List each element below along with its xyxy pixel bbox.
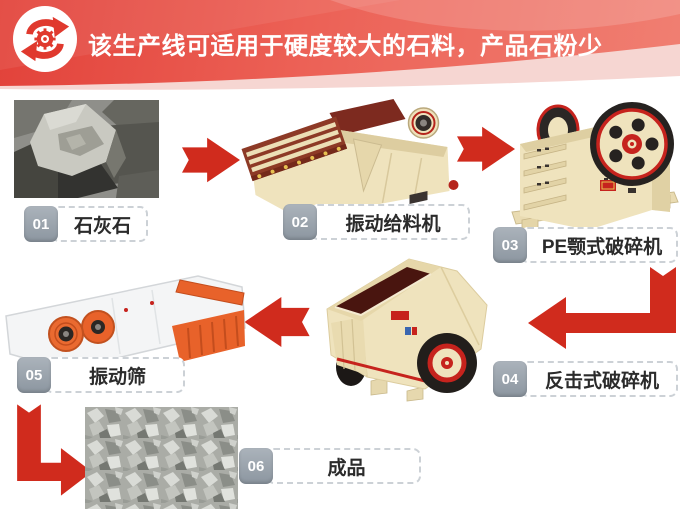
step-label-text: 反击式破碎机 <box>520 361 678 397</box>
flow-arrow-1-right-icon <box>182 137 240 183</box>
flow-arrow-5-down-right-icon <box>8 402 93 498</box>
vibrating-feeder-image <box>240 97 468 223</box>
vibrating-screen-image <box>2 270 248 376</box>
pe-jaw-crusher-image <box>504 92 680 233</box>
header-background-waves <box>0 0 680 92</box>
crushed-stone-product-image <box>85 407 238 509</box>
header-title: 该生产线可适用于硬度较大的石料，产品石粉少 <box>88 32 603 60</box>
recycle-gear-icon <box>13 6 77 72</box>
impact-crusher-image <box>307 249 503 405</box>
flow-arrow-3-down-left-icon <box>528 267 678 359</box>
step-number-badge: 03 <box>493 227 527 263</box>
step-label-04: 04 反击式破碎机 <box>493 361 678 397</box>
step-label-02: 02 振动给料机 <box>283 204 470 240</box>
step-label-03: 03 PE颚式破碎机 <box>493 227 678 263</box>
step-number-badge: 05 <box>17 357 51 393</box>
step-label-text: PE颚式破碎机 <box>520 227 678 263</box>
flow-arrow-2-right-icon <box>457 126 515 172</box>
step-number-badge: 01 <box>24 206 58 242</box>
flow-arrow-4-left-icon <box>244 297 310 347</box>
header-banner: 该生产线可适用于硬度较大的石料，产品石粉少 <box>0 0 680 92</box>
step-label-01: 01 石灰石 <box>24 206 148 242</box>
step-label-text: 振动给料机 <box>310 204 470 240</box>
step-number-badge: 06 <box>239 448 273 484</box>
step-number-badge: 02 <box>283 204 317 240</box>
step-number-badge: 04 <box>493 361 527 397</box>
step-label-text: 石灰石 <box>51 206 148 242</box>
step-label-05: 05 振动筛 <box>17 357 185 393</box>
step-label-text: 成品 <box>266 448 421 484</box>
step-label-06: 06 成品 <box>239 448 421 484</box>
step-label-text: 振动筛 <box>44 357 185 393</box>
limestone-image <box>14 100 159 198</box>
